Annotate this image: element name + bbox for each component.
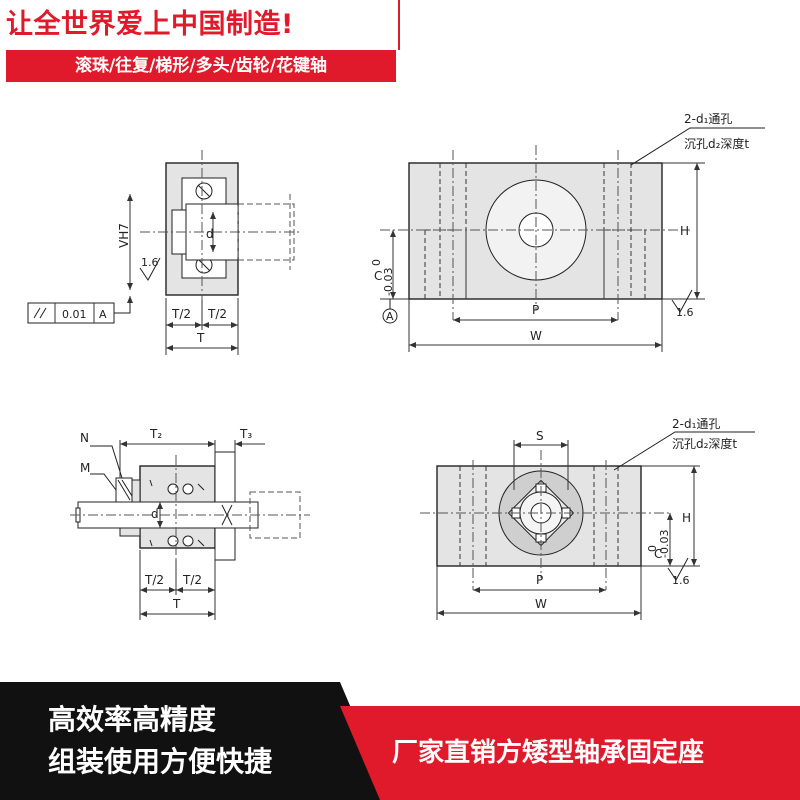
dim-half-t-left-bottom: T/2	[144, 573, 164, 587]
dim-T3: T₃	[239, 427, 252, 441]
dim-T2: T₂	[149, 427, 162, 441]
feature-banner: 高效率高精度 组装使用方便快捷	[0, 682, 390, 800]
dim-V: VH7	[117, 223, 131, 248]
datum-A: A	[386, 310, 394, 323]
dim-S: S	[536, 429, 544, 443]
feature-line2: 组装使用方便快捷	[48, 745, 273, 778]
dim-H: H	[680, 224, 689, 238]
hole-note-line1: 2-d₁通孔	[684, 112, 732, 126]
front-view-bottom	[420, 431, 755, 620]
roughness-value-2: 1.6	[676, 306, 694, 319]
product-tags: 滚珠/往复/梯形/多头/齿轮/花键轴	[6, 50, 396, 82]
dim-half-t-left: T/2	[171, 307, 191, 321]
dim-T: T	[196, 331, 205, 345]
dim-P-bottom: P	[536, 573, 543, 587]
hole-note-line2: 沉孔d₂深度t	[684, 136, 749, 151]
slogan: 让全世界爱上中国制造!	[6, 9, 294, 40]
dim-C: C	[374, 269, 382, 283]
dim-half-t-right-bottom: T/2	[182, 573, 202, 587]
dim-C-bottom: C	[654, 547, 662, 561]
label-M: M	[80, 461, 90, 475]
hole-note-line1-bottom: 2-d₁通孔	[672, 417, 720, 431]
roughness-value: 1.6	[141, 256, 159, 269]
feature-line1: 高效率高精度	[48, 703, 217, 736]
dim-P: P	[532, 303, 539, 317]
dim-H-bottom: H	[682, 511, 691, 525]
hole-note-line2-bottom: 沉孔d₂深度t	[672, 436, 737, 451]
front-view-top	[380, 127, 765, 352]
roughness-value-3: 1.6	[672, 574, 690, 587]
side-view-top	[27, 150, 300, 355]
dim-T-bottom: T	[172, 597, 181, 611]
technical-drawing: VH7 d T/2 T/2 T 0.01 A 1.6	[27, 112, 765, 620]
tolerance-datum: A	[99, 308, 107, 321]
tolerance-value: 0.01	[62, 308, 87, 321]
dim-C-tol-lower: -0.03	[382, 268, 395, 296]
dim-half-t-right: T/2	[207, 307, 227, 321]
dim-d-bottom: d	[151, 507, 159, 521]
product-name: 厂家直销方矮型轴承固定座	[392, 738, 705, 768]
dim-C-tol-lower-bottom: -0.03	[658, 530, 671, 558]
dim-W-bottom: W	[535, 597, 547, 611]
dim-C-tol-upper: 0	[370, 259, 383, 266]
product-banner: 厂家直销方矮型轴承固定座	[340, 706, 800, 800]
label-N: N	[80, 431, 89, 445]
header-divider	[398, 0, 400, 50]
dim-d: d	[206, 227, 214, 241]
dim-C-tol-upper-bottom: 0	[646, 545, 659, 552]
dim-W: W	[530, 329, 542, 343]
side-view-bottom	[70, 440, 310, 620]
